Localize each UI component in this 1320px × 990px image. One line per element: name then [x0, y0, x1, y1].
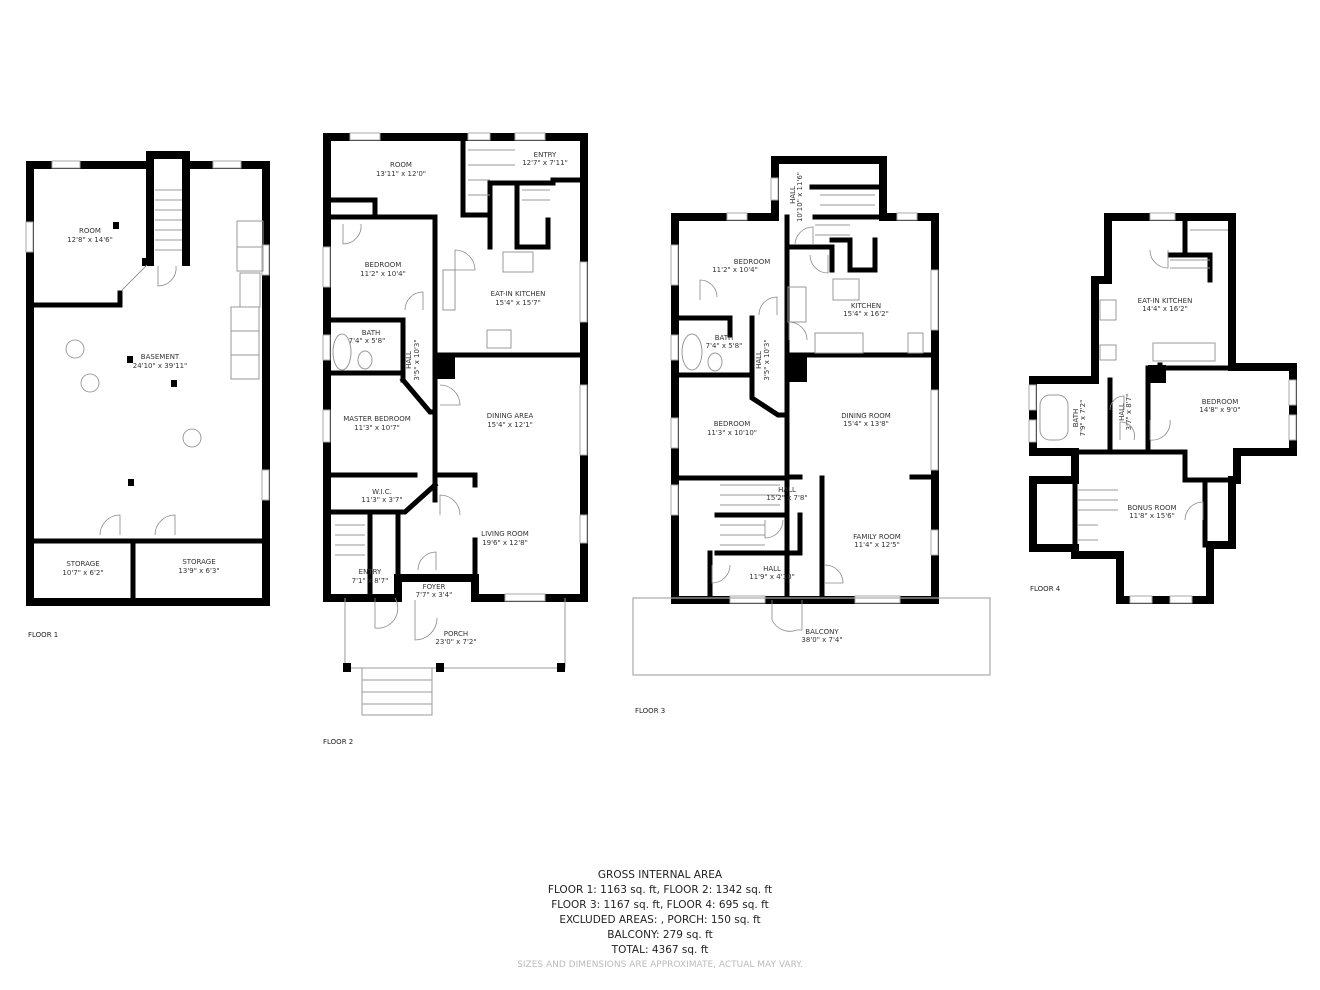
room-label: HALL [755, 351, 763, 369]
room-dims: 10'7" x 6'2" [62, 569, 103, 577]
room-label: BEDROOM [365, 261, 402, 269]
room-dims: 7'4" x 5'8" [706, 342, 743, 350]
floor-4-plan: EAT-IN KITCHEN 14'4" x 16'2" BEDROOM 14'… [1028, 212, 1297, 604]
room-label: ROOM [390, 161, 412, 169]
balcony-outline [632, 597, 991, 676]
room-dims: 11'2" x 10'4" [712, 266, 758, 274]
room-dims: 14'8" x 9'0" [1199, 406, 1240, 414]
room-dims: 3'7" x 8'7" [1125, 394, 1133, 431]
room-label: STORAGE [66, 560, 99, 568]
room-dims: 15'4" x 16'2" [843, 310, 889, 318]
room-dims: 10'10" x 11'6" [796, 172, 804, 222]
room-label: BATH [715, 334, 734, 342]
summary-line: EXCLUDED AREAS: , PORCH: 150 sq. ft [559, 914, 761, 926]
room-label: DINING AREA [487, 412, 534, 420]
summary-line: FLOOR 3: 1167 sq. ft, FLOOR 4: 695 sq. f… [551, 899, 769, 911]
room-dims: 13'11" x 12'0" [376, 170, 426, 178]
room-label: ROOM [79, 227, 101, 235]
room-dims: 11'8" x 15'6" [1129, 512, 1175, 520]
room-dims: 15'4" x 13'8" [843, 420, 889, 428]
floor-drain-icon [182, 428, 202, 448]
room-dims: 3'5" x 10'3" [413, 339, 421, 380]
room-dims: 11'9" x 4'10" [749, 573, 795, 581]
room-label: HALL [778, 486, 796, 494]
area-summary: GROSS INTERNAL AREA FLOOR 1: 1163 sq. ft… [0, 868, 1320, 973]
room-label: BALCONY [805, 628, 839, 636]
room-label: BEDROOM [734, 258, 771, 266]
room-label: BASEMENT [141, 353, 180, 361]
room-dims: 38'0" x 7'4" [801, 636, 842, 644]
room-dims: 11'3" x 10'7" [354, 424, 400, 432]
room-dims: 7'7" x 3'4" [416, 591, 453, 599]
summary-line: BALCONY: 279 sq. ft [607, 929, 713, 941]
room-label: HALL [763, 565, 781, 573]
room-label: EAT-IN KITCHEN [491, 290, 546, 298]
summary-line: TOTAL: 4367 sq. ft [611, 944, 709, 956]
room-dims: 7'4" x 5'8" [349, 337, 386, 345]
room-dims: 14'4" x 16'2" [1142, 305, 1188, 313]
room-label: BONUS ROOM [1127, 504, 1176, 512]
room-dims: 15'4" x 15'7" [495, 299, 541, 307]
room-label: ENTRY [534, 151, 557, 159]
room-label: BATH [1072, 409, 1080, 428]
room-dims: 11'3" x 10'10" [707, 429, 757, 437]
room-label: BATH [362, 329, 381, 337]
room-dims: 7'1" x 8'7" [352, 577, 389, 585]
room-dims: 7'9" x 7'2" [1079, 400, 1087, 437]
room-label: BEDROOM [1202, 398, 1239, 406]
room-dims: 23'0" x 7'2" [435, 638, 476, 646]
disclaimer: SIZES AND DIMENSIONS ARE APPROXIMATE, AC… [517, 960, 803, 970]
room-label: BEDROOM [714, 420, 751, 428]
floor-drain-icon [65, 339, 85, 359]
floor-3-plan: BEDROOM 11'2" x 10'4" HALL 10'10" x 11'6… [632, 156, 991, 715]
room-label: W.I.C. [372, 488, 392, 496]
room-label: KITCHEN [851, 302, 881, 310]
floor-drain-icon [80, 373, 100, 393]
summary-line: FLOOR 1: 1163 sq. ft, FLOOR 2: 1342 sq. … [547, 884, 773, 896]
floor-label: FLOOR 1 [28, 631, 58, 639]
room-dims: 13'9" x 6'3" [178, 567, 219, 575]
room-dims: 11'3" x 3'7" [361, 496, 402, 504]
room-dims: 19'6" x 12'8" [482, 539, 528, 547]
room-label: LIVING ROOM [481, 530, 529, 538]
room-dims: 15'2" x 7'8" [766, 494, 807, 502]
room-dims: 11'2" x 10'4" [360, 270, 406, 278]
room-label: FOYER [423, 583, 446, 591]
room-label: PORCH [444, 630, 468, 638]
floor-label: FLOOR 2 [323, 738, 353, 746]
floor-2-plan: ROOM 13'11" x 12'0" ENTRY 12'7" x 7'11" … [322, 132, 588, 746]
room-label: STORAGE [182, 558, 215, 566]
summary-title: GROSS INTERNAL AREA [597, 869, 723, 881]
room-dims: 11'4" x 12'5" [854, 541, 900, 549]
room-dims: 12'7" x 7'11" [522, 159, 568, 167]
floor-1-plan: ROOM 12'8" x 14'6" BASEMENT 24'10" x 39'… [25, 151, 270, 639]
room-dims: 15'4" x 12'1" [487, 421, 533, 429]
room-label: DINING ROOM [841, 412, 891, 420]
room-dims: 3'5" x 10'3" [763, 339, 771, 380]
floor-label: FLOOR 3 [635, 707, 665, 715]
floor-label: FLOOR 4 [1030, 585, 1061, 593]
room-label: EAT-IN KITCHEN [1138, 297, 1193, 305]
room-label: FAMILY ROOM [853, 533, 901, 541]
room-label: MASTER BEDROOM [343, 415, 411, 423]
room-label: HALL [1118, 403, 1126, 421]
room-label: ENTRY [359, 568, 382, 576]
room-dims: 12'8" x 14'6" [67, 236, 113, 244]
room-dims: 24'10" x 39'11" [133, 362, 188, 370]
room-label: HALL [405, 351, 413, 369]
room-label: HALL [789, 186, 797, 204]
